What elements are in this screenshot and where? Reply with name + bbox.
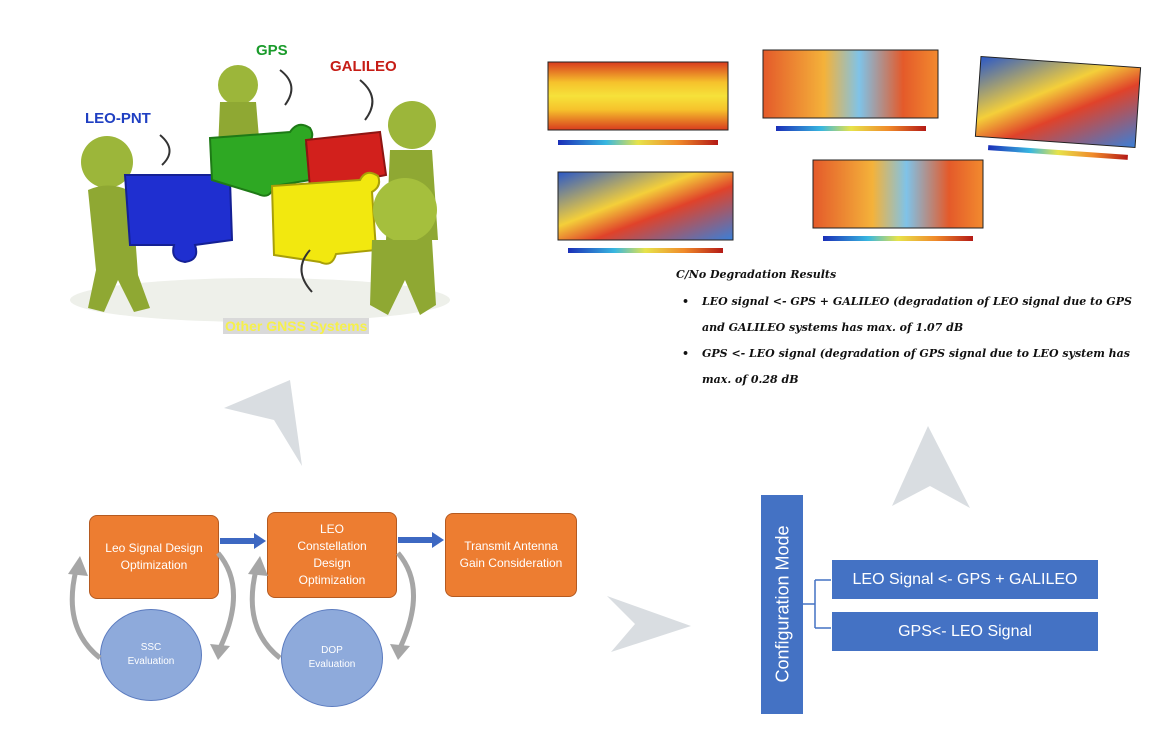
leo-signal-design-box: Leo Signal Design Optimization: [89, 515, 219, 599]
config-option-leo-signal: LEO Signal <- GPS + GALILEO: [832, 560, 1098, 599]
results-title: C/No Degradation Results: [676, 268, 837, 281]
results-item-leo: LEO signal <- GPS + GALILEO (degradation…: [676, 289, 1136, 341]
leo-signal-design-label: Leo Signal Design Optimization: [105, 541, 203, 572]
ssc-evaluation-circle: SSC Evaluation: [100, 609, 202, 701]
galileo-label: GALILEO: [330, 58, 397, 75]
config-option-gps: GPS<- LEO Signal: [832, 612, 1098, 651]
config-option-leo-signal-label: LEO Signal <- GPS + GALILEO: [852, 570, 1078, 588]
dop-loop-arrows-icon: [248, 551, 416, 660]
configuration-mode-label: Configuration Mode: [772, 525, 793, 683]
flow-arrow-1-icon: [220, 533, 266, 549]
gps-label: GPS: [256, 42, 288, 59]
config-option-gps-label: GPS<- LEO Signal: [898, 622, 1032, 640]
leo-constellation-design-label: LEO Constellation Design Optimization: [297, 522, 367, 587]
degradation-maps-collage: [547, 49, 1142, 253]
dop-evaluation-circle: DOP Evaluation: [281, 609, 383, 707]
configuration-mode-bar: [761, 495, 803, 714]
transmit-antenna-gain-label: Transmit Antenna Gain Consideration: [459, 539, 563, 570]
flow-arrow-2-icon: [398, 532, 444, 548]
leo-pnt-label: LEO-PNT: [85, 110, 151, 127]
leo-constellation-design-box: LEO Constellation Design Optimization: [267, 512, 397, 598]
ssc-loop-arrows-icon: [68, 551, 236, 660]
other-gnss-label: Other GNSS Systems: [223, 318, 370, 334]
transmit-antenna-gain-box: Transmit Antenna Gain Consideration: [445, 513, 577, 597]
results-item-gps: GPS <- LEO signal (degradation of GPS si…: [676, 341, 1136, 393]
config-bracket-icon: [803, 579, 831, 629]
arrow-up-icon: [892, 426, 970, 508]
puzzle-collaboration-illustration: [70, 65, 450, 322]
arrow-right-icon: [607, 596, 691, 652]
arrow-down-right-icon: [224, 380, 302, 466]
ssc-evaluation-label: SSC Evaluation: [127, 642, 175, 667]
degradation-results: C/No Degradation Results LEO signal <- G…: [676, 268, 1136, 393]
dop-evaluation-label: DOP Evaluation: [308, 645, 356, 670]
